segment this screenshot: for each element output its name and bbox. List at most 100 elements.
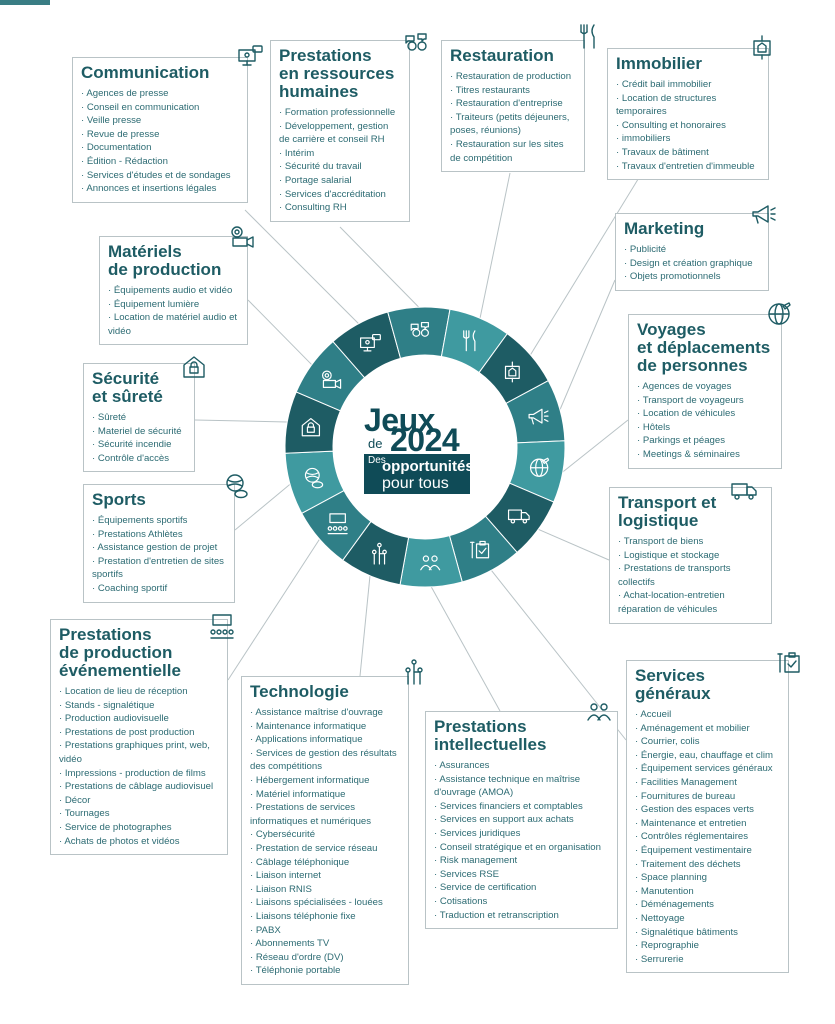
category-item: Travaux d'entretien d'immeuble xyxy=(616,160,760,174)
connector-line-securite xyxy=(194,419,288,423)
category-item: Traiteurs (petits déjeuners, poses, réun… xyxy=(450,111,576,138)
connector-line-marketing xyxy=(559,279,616,410)
category-item: Gestion des espaces verts xyxy=(635,803,780,817)
category-item: Assurances xyxy=(434,759,609,773)
category-item: Applications informatique xyxy=(250,733,400,747)
category-item: Assistance technique en maîtrise d'ouvra… xyxy=(434,773,609,800)
category-item: Design et création graphique xyxy=(624,257,760,271)
category-item: Prestations de câblage audiovisuel xyxy=(59,780,219,794)
connector-line-voyages xyxy=(562,419,629,473)
category-list: Crédit bail immobilierLocation de struct… xyxy=(616,78,760,173)
category-list: Équipements audio et vidéoÉquipement lum… xyxy=(108,284,239,338)
center-logo: Jeux de 2024 Des opportunités pour tous xyxy=(360,398,490,498)
category-list: AccueilAménagement et mobilierCourrier, … xyxy=(635,708,780,966)
connector-line-materiels xyxy=(247,299,313,366)
category-box-rh: Prestations en ressources humainesFormat… xyxy=(270,40,410,222)
category-item: Équipements sportifs xyxy=(92,514,226,528)
audience-screen-icon xyxy=(208,612,236,645)
category-item: Équipement lumière xyxy=(108,298,239,312)
category-item: Coaching sportif xyxy=(92,582,226,596)
wheel-truck-icon xyxy=(507,509,530,524)
category-item: Assistance maîtrise d'ouvrage xyxy=(250,706,400,720)
category-item: Achats de photos et vidéos xyxy=(59,835,219,849)
category-item: Prestation d'entretien de sites sportifs xyxy=(92,555,226,582)
center-pour-tous: pour tous xyxy=(382,475,449,492)
category-item: Veille presse xyxy=(81,114,239,128)
category-item: Hôtels xyxy=(637,421,773,435)
category-item: Assistance gestion de projet xyxy=(92,541,226,555)
category-item: Service de certification xyxy=(434,881,609,895)
category-item: Prestations de post production xyxy=(59,726,219,740)
wheel-consultants-icon xyxy=(420,555,441,571)
wheel-cutlery-icon xyxy=(463,330,476,352)
category-item: Contrôle d'accès xyxy=(92,452,186,466)
category-item: Annonces et insertions légales xyxy=(81,182,239,196)
category-item: Courrier, colis xyxy=(635,735,780,749)
wheel-clipboard-tools-icon xyxy=(469,540,490,559)
category-list: Agences de voyagesTransport de voyageurs… xyxy=(637,380,773,462)
category-item: Téléphonie portable xyxy=(250,964,400,978)
category-item: Matériel informatique xyxy=(250,788,400,802)
category-item: Services financiers et comptables xyxy=(434,800,609,814)
category-item: Agences de presse xyxy=(81,87,239,101)
category-item: Câblage téléphonique xyxy=(250,856,400,870)
category-item: Location de lieu de réception xyxy=(59,685,219,699)
category-item: Traitement des déchets xyxy=(635,858,780,872)
category-item: Tournages xyxy=(59,807,219,821)
category-item: Liaison internet xyxy=(250,869,400,883)
connector-line-immobilier xyxy=(530,175,641,356)
category-title: Services généraux xyxy=(635,666,711,703)
wheel-sport-balls-icon xyxy=(304,467,324,489)
category-item: Objets promotionnels xyxy=(624,270,760,284)
wheel-monitor-chat-icon xyxy=(360,333,381,352)
category-item: Maintenance informatique xyxy=(250,720,400,734)
center-de: de xyxy=(368,436,383,451)
top-accent-bar xyxy=(0,0,50,5)
category-item: Cotisations xyxy=(434,895,609,909)
category-box-restauration: RestaurationRestauration de productionTi… xyxy=(441,40,585,173)
category-list: Location de lieu de réceptionStands - si… xyxy=(59,685,219,848)
category-item: Développement, gestion de carrière et co… xyxy=(279,120,401,147)
clipboard-tools-icon xyxy=(775,648,803,681)
category-list: AssurancesAssistance technique en maîtri… xyxy=(434,759,609,922)
category-box-materiels: Matériels de productionÉquipements audio… xyxy=(99,236,248,346)
category-item: Liaison RNIS xyxy=(250,883,400,897)
category-item: Risk management xyxy=(434,854,609,868)
category-item: Impressions - production de films xyxy=(59,767,219,781)
category-title: Communication xyxy=(81,63,210,82)
wheel-icons xyxy=(301,321,550,571)
category-item: Accueil xyxy=(635,708,780,722)
center-des: Des xyxy=(368,455,386,466)
category-item: Services en support aux achats xyxy=(434,813,609,827)
category-box-securite: Sécurité et sûretéSûretéMateriel de sécu… xyxy=(83,363,195,473)
wheel-people-chat-icon xyxy=(410,321,429,337)
category-item: Services d'accréditation xyxy=(279,188,401,202)
category-item: Restauration sur les sites de compétitio… xyxy=(450,138,576,165)
category-item: Contrôles réglementaires xyxy=(635,830,780,844)
category-item: Prestation de service réseau xyxy=(250,842,400,856)
category-item: Cybersécurité xyxy=(250,828,400,842)
category-item: Nettoyage xyxy=(635,912,780,926)
category-item: Reprographie xyxy=(635,939,780,953)
camera-icon xyxy=(228,222,256,255)
category-list: Restauration de productionTitres restaur… xyxy=(450,70,576,165)
category-list: SûretéMateriel de sécuritéSécurité incen… xyxy=(92,411,186,465)
category-item: Consulting et honoraires xyxy=(616,119,760,133)
category-box-marketing: MarketingPublicitéDesign et création gra… xyxy=(615,213,769,291)
category-box-services: Services générauxAccueilAménagement et m… xyxy=(626,660,789,974)
category-title: Technologie xyxy=(250,682,349,701)
category-box-sports: SportsÉquipements sportifsPrestations At… xyxy=(83,484,235,603)
category-item: Services de gestion des résultats des co… xyxy=(250,747,400,774)
category-item: Conseil en communication xyxy=(81,101,239,115)
category-item: Location de véhicules xyxy=(637,407,773,421)
category-item: Location de matériel audio et vidéo xyxy=(108,311,239,338)
category-item: Materiel de sécurité xyxy=(92,425,186,439)
category-title: Voyages et déplacements de personnes xyxy=(637,320,771,375)
lock-house-icon xyxy=(180,352,208,385)
category-item: Prestations de transports collectifs xyxy=(618,562,763,589)
category-title: Prestations en ressources humaines xyxy=(279,46,395,101)
category-item: Achat-location-entretien réparation de v… xyxy=(618,589,763,616)
center-tagline: Des opportunités pour tous xyxy=(364,454,474,494)
category-item: Consulting RH xyxy=(279,201,401,215)
category-item: Revue de presse xyxy=(81,128,239,142)
